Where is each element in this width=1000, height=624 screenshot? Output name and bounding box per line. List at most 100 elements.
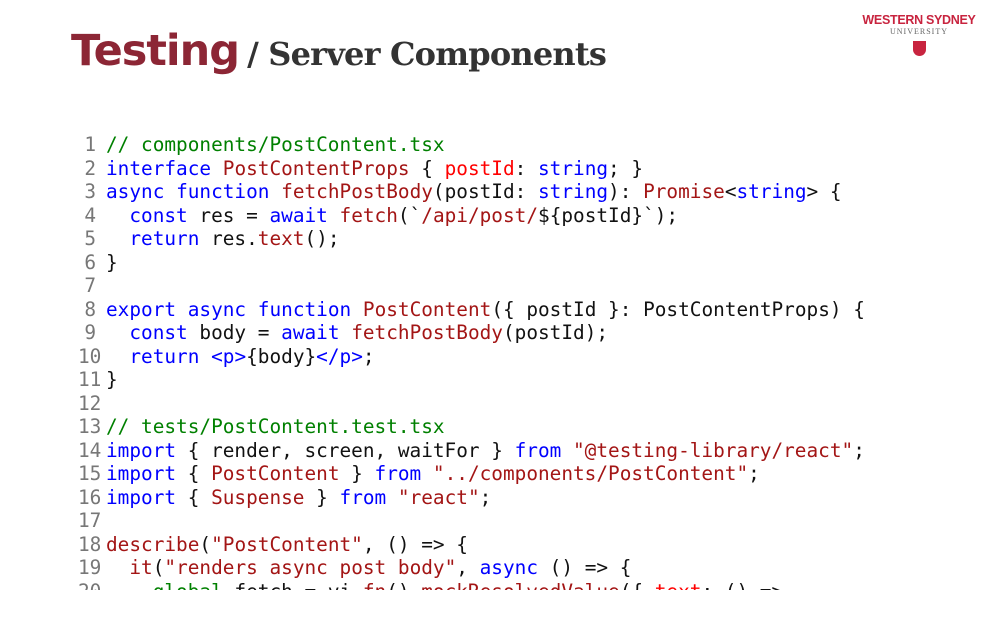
line-number: 16	[78, 485, 102, 509]
slide-title: Testing/ Server Components	[71, 26, 607, 76]
code-token: ,	[456, 556, 480, 579]
logo-line1: WESTERN SYDNEY	[862, 13, 976, 27]
code-token: // components/PostContent.tsx	[106, 133, 445, 156]
code-token: { render, screen, waitFor }	[176, 438, 515, 462]
code-token	[106, 204, 129, 227]
code-token: ;	[479, 485, 492, 509]
line-number: 19	[78, 556, 102, 579]
shield-icon	[912, 41, 926, 56]
code-token: {body}	[246, 344, 317, 368]
code-token: from	[339, 485, 387, 509]
line-number: 8	[84, 297, 96, 321]
code-token: from	[514, 438, 562, 462]
line-number: 10	[78, 344, 102, 368]
line-number: 12	[78, 391, 102, 415]
code-token: "PostContent"	[211, 532, 363, 556]
code-token: async	[106, 180, 165, 203]
line-number: 18	[78, 532, 102, 556]
code-token: text	[655, 580, 702, 591]
line-number: 13	[78, 415, 102, 438]
code-token: "../components/PostContent"	[432, 462, 749, 485]
code-token: ;	[748, 462, 760, 485]
code-token	[106, 321, 129, 344]
code-token: res =	[187, 203, 270, 227]
code-line: 1// components/PostContent.tsx	[78, 133, 978, 157]
code-token: await	[281, 321, 340, 344]
code-line: 17	[78, 509, 978, 533]
code-token: const	[129, 203, 188, 227]
code-token: ();	[304, 227, 340, 250]
line-number: 9	[84, 321, 96, 344]
title-main: Testing	[71, 26, 240, 76]
code-line: 13// tests/PostContent.test.tsx	[78, 415, 978, 439]
line-number: 17	[78, 509, 102, 532]
logo-line2: UNIVERSITY	[890, 27, 948, 36]
code-line: 11}	[78, 368, 978, 392]
code-token: body =	[187, 321, 282, 344]
code-token: (	[199, 532, 212, 556]
code-token: (`	[397, 203, 422, 227]
code-token: () => {	[538, 556, 632, 579]
code-token	[106, 556, 129, 579]
code-token	[340, 321, 352, 344]
code-token: // tests/PostContent.test.tsx	[106, 415, 445, 438]
code-token: res.	[199, 227, 258, 250]
code-token: async	[479, 556, 538, 579]
code-token	[106, 345, 129, 368]
code-token: "renders async post body"	[164, 556, 457, 579]
code-token	[106, 227, 129, 250]
code-token	[211, 157, 223, 180]
code-token: ().	[386, 580, 421, 591]
line-number: 15	[78, 462, 102, 485]
code-token: import	[106, 438, 177, 462]
code-token: {	[409, 156, 445, 180]
line-number: 2	[84, 156, 96, 180]
code-token: : () =>	[701, 580, 783, 591]
code-token: return	[129, 344, 200, 368]
line-number: 14	[78, 438, 102, 462]
code-token: export	[106, 297, 177, 321]
code-token: }	[304, 485, 340, 509]
code-token	[351, 298, 363, 321]
code-token: function	[257, 297, 352, 321]
code-token: string	[736, 180, 807, 203]
university-logo: WESTERN SYDNEY UNIVERSITY	[855, 14, 983, 56]
code-line: 19 it("renders async post body", async (…	[78, 556, 978, 580]
code-line: 6}	[78, 251, 978, 275]
code-token: fetchPostBody	[281, 180, 433, 203]
code-token: from	[374, 462, 422, 485]
code-token: import	[106, 485, 177, 509]
code-token: <p>	[211, 344, 247, 368]
code-line: 12	[78, 392, 978, 416]
code-line: 5 return res.text();	[78, 227, 978, 251]
code-token: ):	[608, 180, 644, 203]
code-token: global	[153, 580, 223, 591]
code-token: interface	[106, 156, 212, 180]
code-token: (postId:	[432, 180, 538, 203]
code-token: fetch	[339, 203, 398, 227]
code-token: return	[129, 227, 200, 250]
code-token	[106, 580, 153, 591]
code-token	[176, 298, 188, 321]
code-token: }	[106, 368, 118, 391]
code-token: Suspense	[211, 485, 305, 509]
title-sub: / Server Components	[247, 35, 607, 73]
code-token: <	[724, 180, 737, 203]
code-token: .fetch = vi.	[223, 580, 363, 591]
line-number: 4	[84, 203, 96, 227]
code-token: string	[538, 156, 609, 180]
code-token	[386, 486, 398, 509]
code-token: text	[257, 227, 305, 250]
code-token: {	[176, 485, 212, 509]
code-token: import	[106, 462, 177, 485]
code-token	[328, 204, 340, 227]
code-line: 20 global.fetch = vi.fn().mockResolvedVa…	[78, 580, 978, 591]
code-line: 10 return <p>{body}</p>;	[78, 345, 978, 369]
code-token: ({ postId }: PostContentProps) {	[491, 297, 865, 321]
code-token: , () => {	[362, 532, 468, 556]
code-token	[561, 439, 573, 462]
code-token: it	[129, 556, 153, 579]
